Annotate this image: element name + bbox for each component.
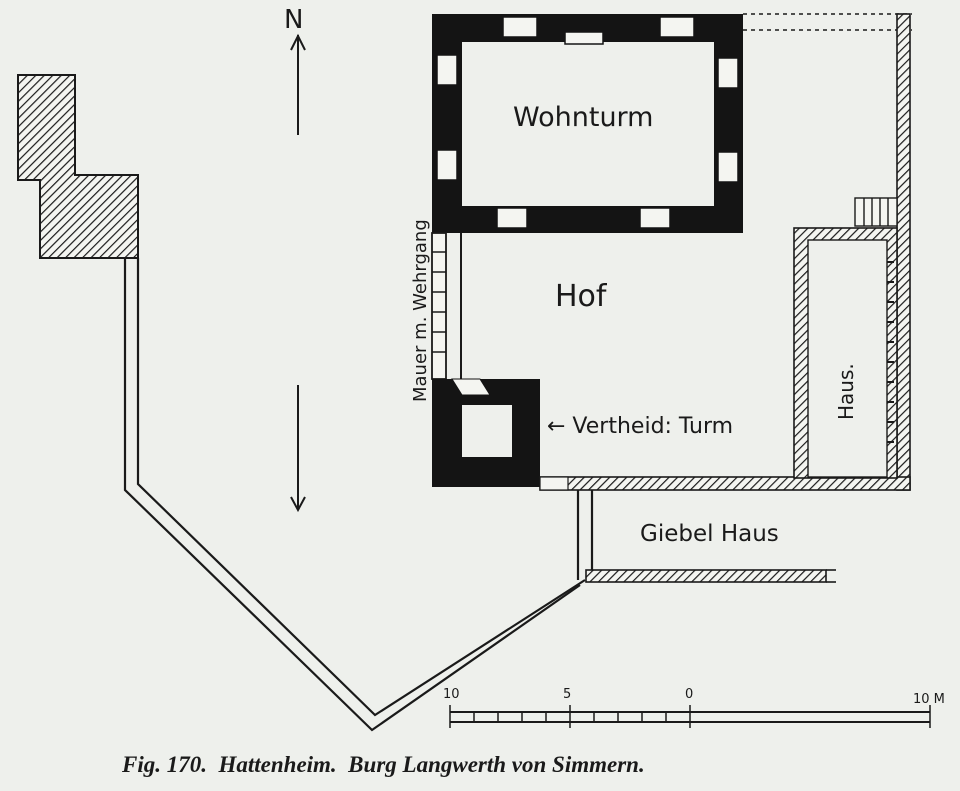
scale-bar [449,705,931,728]
label-mauer-wehrgang: Mauer m. Wehrgang [410,219,431,402]
defense-tower [432,378,540,487]
dashed-extension [743,13,912,31]
stair [854,197,898,227]
scale-tick-10-left: 10 [443,687,460,702]
scale-tick-5: 5 [563,687,571,702]
label-wohnturm: Wohnturm [513,102,653,133]
haus-building [793,227,898,479]
label-giebel-haus: Giebel Haus [640,521,779,547]
tower-windows [436,16,739,229]
label-haus: Haus. [834,363,858,420]
outer-wall [123,258,586,732]
label-vertheid-turm: ← Vertheid: Turm [547,414,733,439]
scale-tick-0: 0 [685,687,693,702]
label-hof: Hof [555,279,608,314]
figure-caption: Fig. 170. Hattenheim. Burg Langwerth von… [121,752,645,777]
north-arrow [290,33,306,513]
south-wall [539,476,911,491]
north-marker: N [284,5,303,35]
west-wall-walkway [431,232,462,380]
giebel-haus [576,490,836,583]
scale-tick-10m: 10 M [913,692,945,707]
wohnturm-tower [432,14,743,233]
left-building-fragment [17,74,139,259]
east-wall [896,13,911,491]
